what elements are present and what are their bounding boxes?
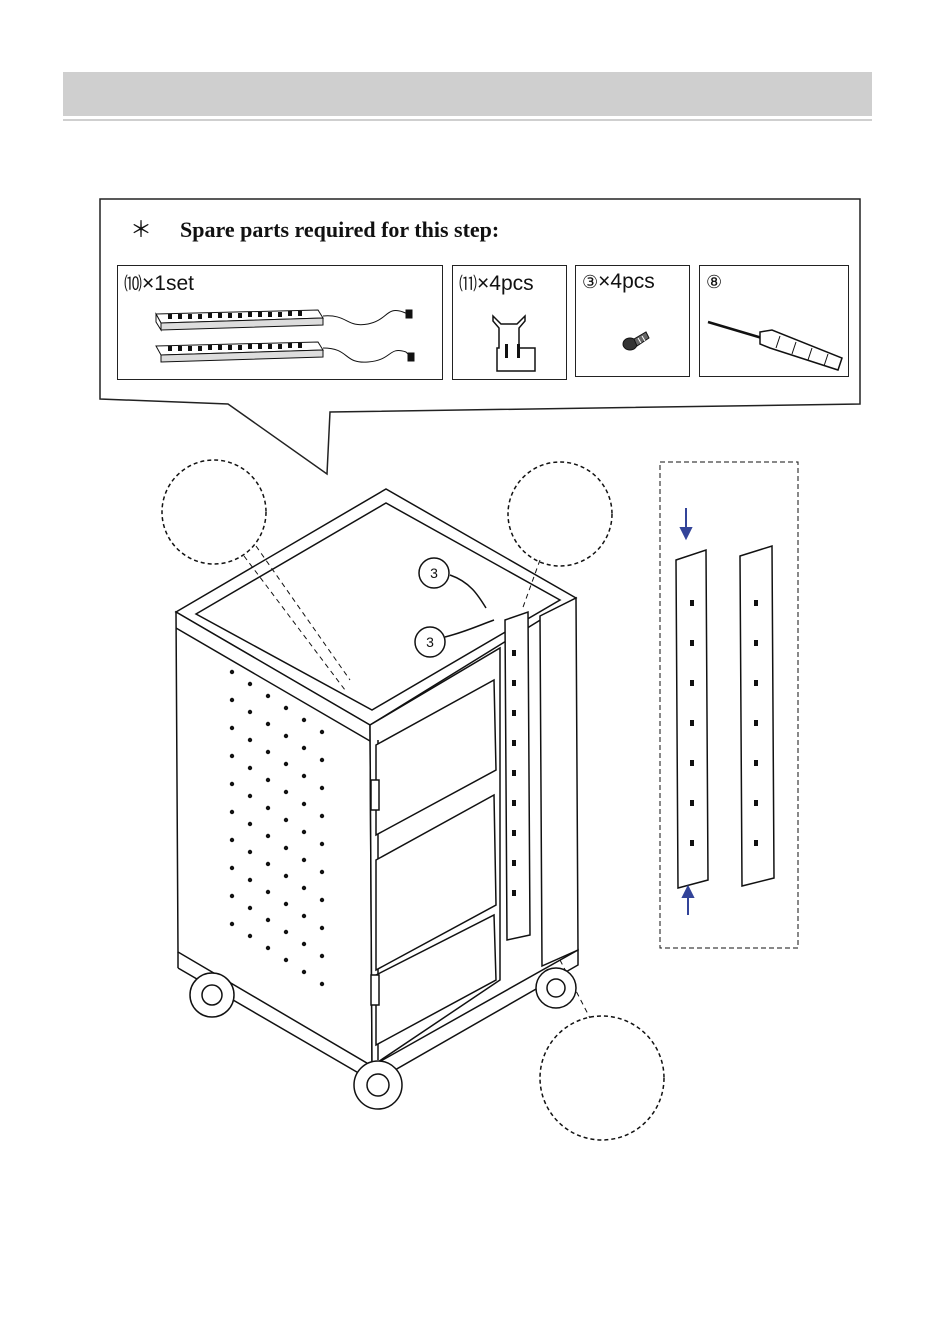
callout-number: 3 bbox=[430, 565, 438, 581]
callout-number: 3 bbox=[426, 634, 434, 650]
